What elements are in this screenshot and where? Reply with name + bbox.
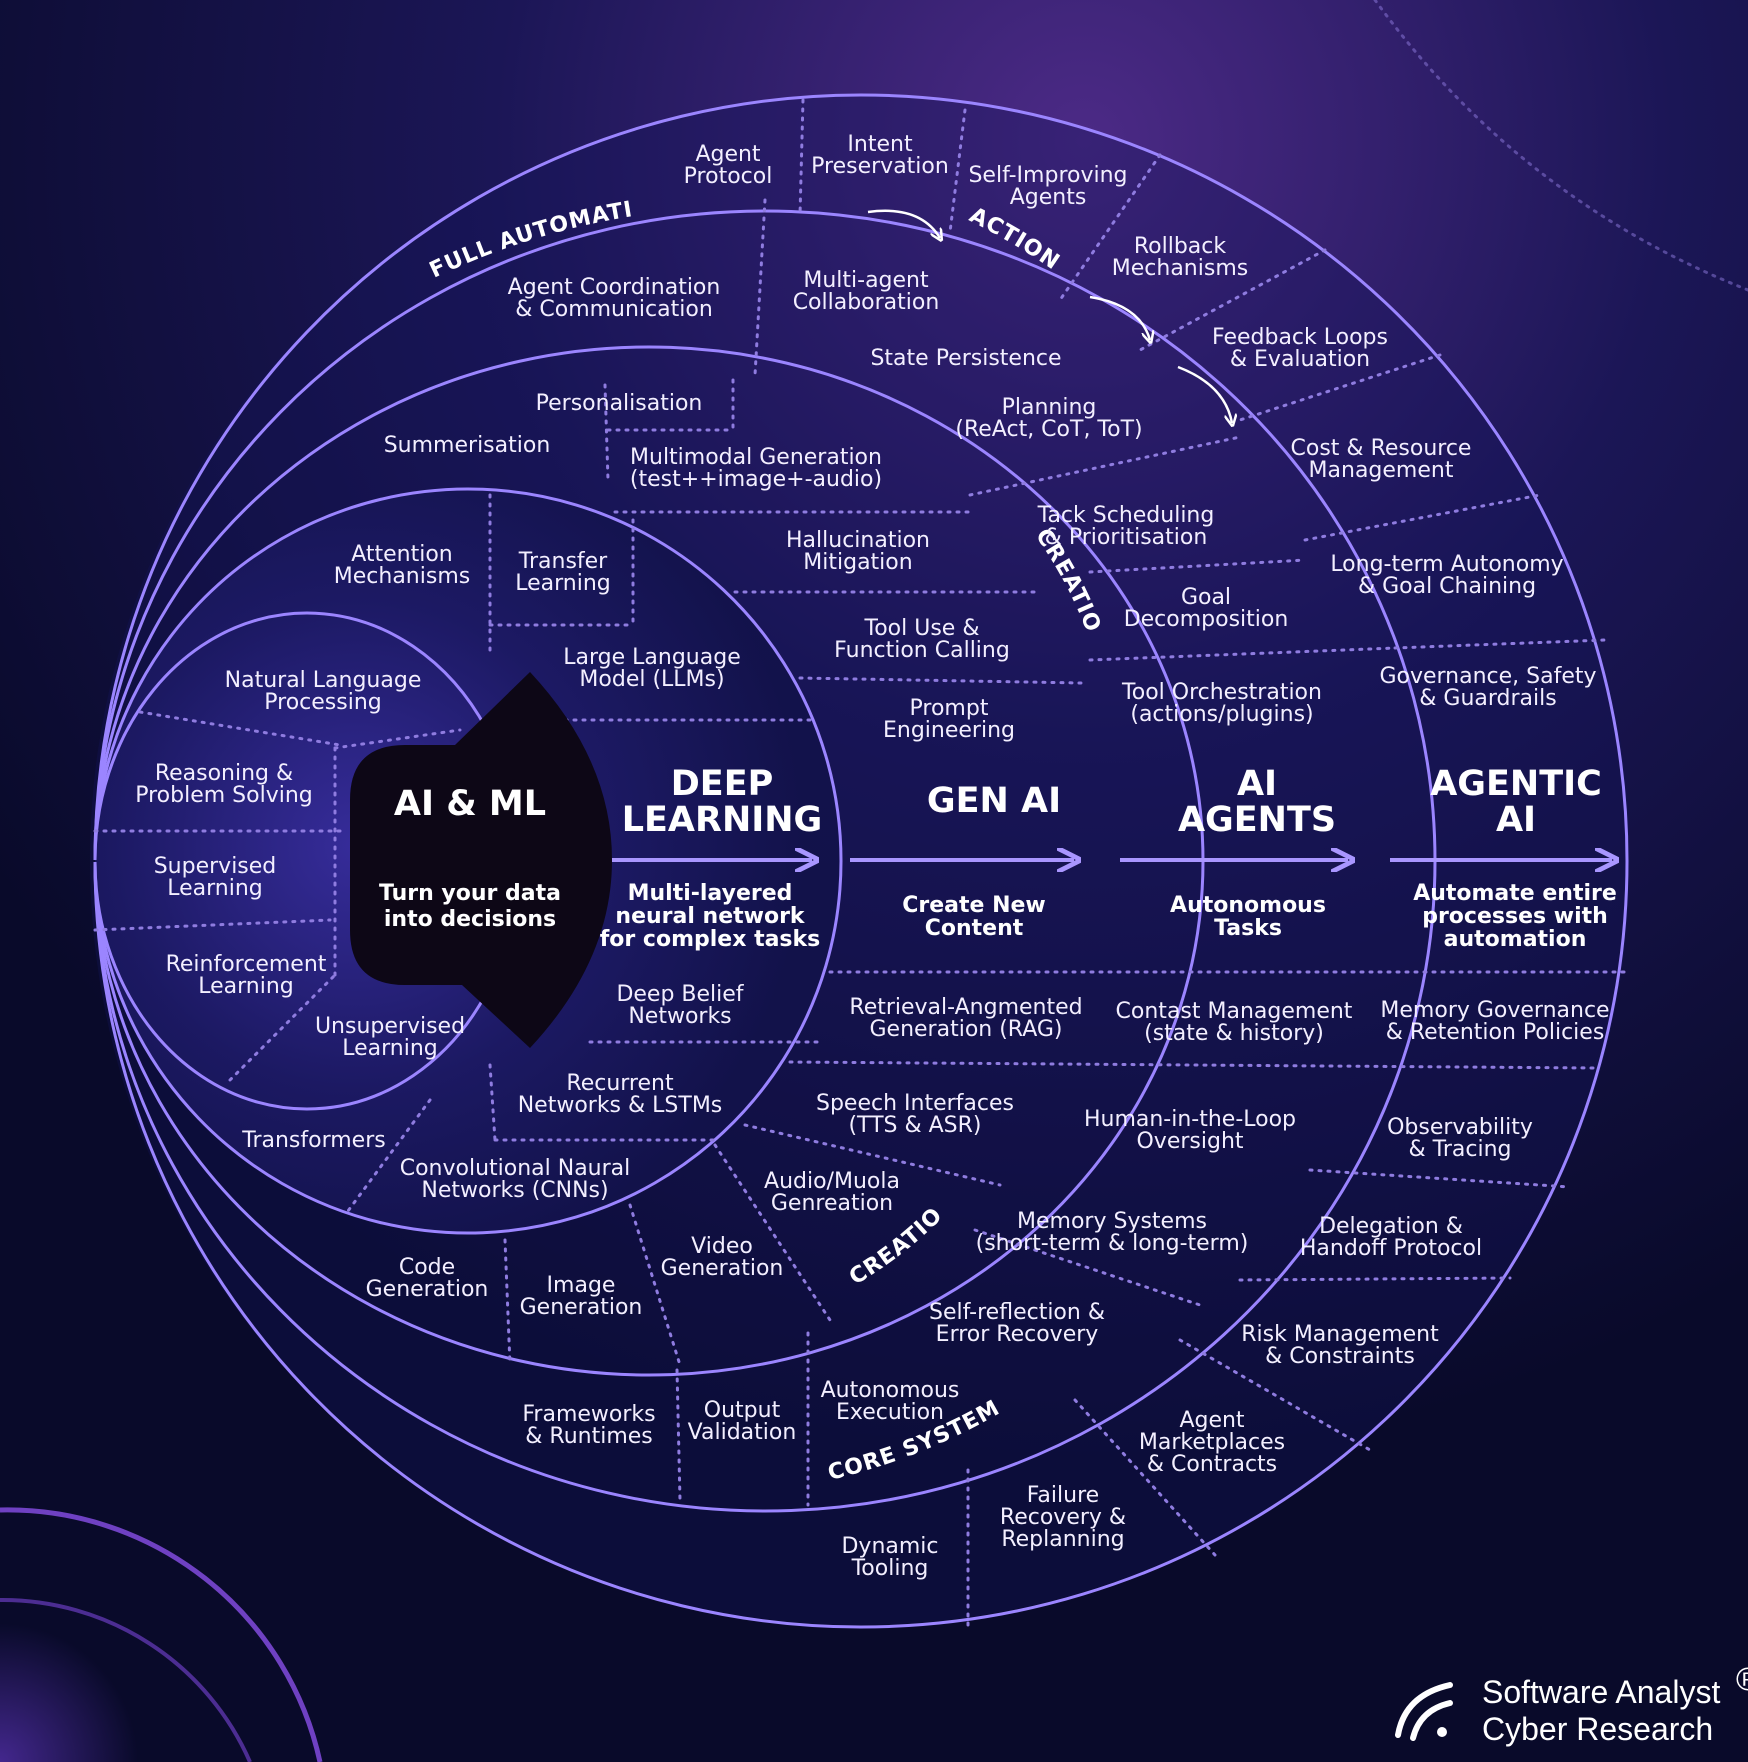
- brand-logo: Software Analyst Cyber Research ®: [1395, 1661, 1748, 1747]
- flow-arrows: [867, 209, 1232, 423]
- corner-arc-1: [0, 1507, 323, 1762]
- ring4-topic-label: Agent Coordination& Communication: [508, 275, 721, 322]
- ring4-topic-label: Planning(ReAct, CoT, ToT): [955, 395, 1142, 442]
- brand-line-2: Cyber Research: [1482, 1711, 1713, 1747]
- ring3-topic-label: Tool Use &Function Calling: [834, 616, 1010, 663]
- ring3-topic-label: Summerisation: [384, 433, 551, 458]
- ring4-topic-label: Contast Management(state & history): [1116, 999, 1353, 1046]
- ring4-topic-label: Memory Systems(short-term & long-term): [976, 1209, 1249, 1256]
- ring5-topic-label: Long-term Autonomy& Goal Chaining: [1330, 552, 1563, 599]
- ring5-topic-label: Memory Governance& Retention Policies: [1380, 998, 1609, 1045]
- brand-line-1: Software Analyst: [1482, 1674, 1720, 1710]
- corner-arc-2: [0, 1597, 252, 1762]
- layer-title: GEN AI: [927, 781, 1061, 821]
- ring4-topic-label: State Persistence: [870, 346, 1061, 371]
- ring4-topic-label: Tack Scheduling& Prioritisation: [1037, 503, 1215, 550]
- ring3-topic-label: Multimodal Generation(test++image+-audio…: [630, 445, 882, 492]
- ring5-topic-label: Governance, Safety& Guardrails: [1379, 664, 1596, 711]
- ring4-topic-label: Self-reflection &Error Recovery: [929, 1300, 1105, 1347]
- dotted-dividers: [93, 98, 1627, 1627]
- ring5-topic-label: Delegation &Handoff Protocol: [1300, 1214, 1482, 1261]
- ring5-topic-label: Observability& Tracing: [1387, 1115, 1533, 1162]
- wifi-logo-icon: [1395, 1682, 1453, 1741]
- ring1-topic-label: Reasoning &Problem Solving: [135, 761, 313, 808]
- brand-registered-mark: ®: [1736, 1661, 1748, 1697]
- core-shape: [350, 672, 612, 1048]
- corner-glow: [0, 1300, 460, 1762]
- ring5-topic-label: Feedback Loops& Evaluation: [1212, 325, 1388, 372]
- ring2-topic-label: Transformers: [241, 1128, 385, 1153]
- ring-2-outline: [93, 487, 843, 1235]
- ring3-topic-label: Personalisation: [536, 391, 703, 416]
- core-title: AI & ML: [394, 784, 546, 824]
- ring4-topic-label: Frameworks& Runtimes: [522, 1402, 655, 1449]
- ring-5-outline: [93, 93, 1629, 1629]
- ring3-topic-label: Speech Interfaces(TTS & ASR): [816, 1091, 1014, 1138]
- ring4-topic-label: Tool Orchestration(actions/plugins): [1121, 680, 1322, 727]
- ring5-topic-label: Risk Management& Constraints: [1241, 1322, 1439, 1369]
